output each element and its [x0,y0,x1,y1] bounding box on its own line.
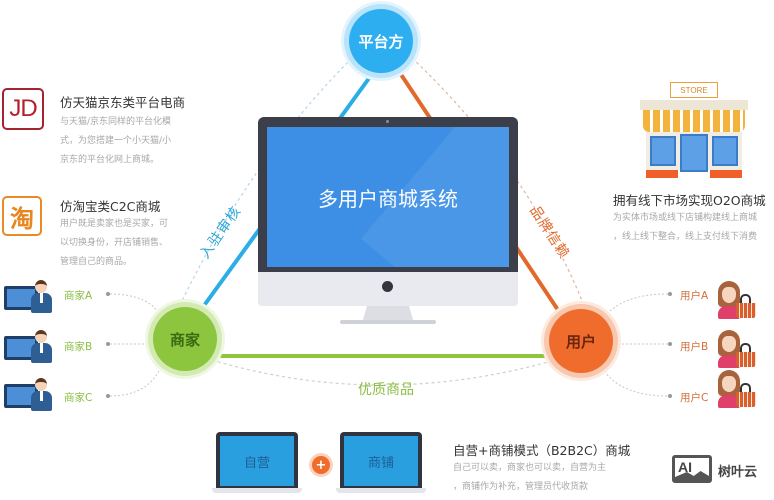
shopper-avatar-icon [716,330,758,370]
feature-tmall-jd: 仿天猫京东类平台电商 与天猫/京东同样的平台化模 式，为您搭建一个小天猫/小 京… [60,92,185,170]
node-user: 用户 [549,309,613,373]
user-label: 用户C [680,392,709,404]
power-button-icon [382,281,393,292]
jd-logo-icon: JD [2,88,44,130]
feature-desc: 自己可以卖，商家也可以卖，自营为主 ，商铺作为补充，管理员代收货款 [453,463,607,492]
user-label: 用户A [680,290,709,302]
feature-title: 仿天猫京东类平台电商 [60,95,186,110]
monitor-screen: 多用户商城系统 [267,127,509,267]
edge-label-quality-goods: 优质商品 [358,382,414,398]
feature-desc: 用户既是卖家也是买家，可 以切换身份，开店铺销售、 管理自己的商品。 [60,219,169,267]
merchant-avatar-icon [4,330,52,364]
node-merchant: 商家 [153,307,217,371]
watermark-text: 树叶云 [718,465,758,480]
feature-title: 仿淘宝类C2C商城 [60,199,161,214]
merchant-label: 商家A [64,290,93,302]
feature-o2o: 拥有线下市场实现O2O商城 为实体市场或线下店铺构建线上商城 ，线上线下整合，线… [613,190,766,247]
plus-icon: + [312,456,330,474]
store-icon: STORE [640,82,748,180]
merchant-avatar-icon [4,378,52,412]
node-platform: 平台方 [349,9,413,73]
feature-desc: 为实体市场或线下店铺构建线上商城 ，线上线下整合，线上支付线下消费 [613,213,758,242]
shopper-avatar-icon [716,370,758,410]
laptop-shop: 商铺 [336,432,426,496]
monitor-illustration: 多用户商城系统 [258,117,518,325]
camera-dot [386,120,389,123]
feature-b2b2c: 自营+商铺模式（B2B2C）商城 自己可以卖，商家也可以卖，自营为主 ，商铺作为… [453,440,630,497]
laptop-self-operated: 自营 [212,432,302,496]
merchant-avatar-icon [4,280,52,314]
feature-title: 自营+商铺模式（B2B2C）商城 [453,443,631,458]
taobao-logo-icon: 淘 [2,196,42,236]
feature-title: 拥有线下市场实现O2O商城 [613,193,766,208]
watermark-logo-icon: AI [672,455,712,483]
merchant-label: 商家C [64,392,93,404]
merchant-label: 商家B [64,341,93,353]
center-title: 多用户商城系统 [318,186,458,211]
feature-taobao-c2c: 仿淘宝类C2C商城 用户既是卖家也是买家，可 以切换身份，开店铺销售、 管理自己… [60,196,168,272]
feature-desc: 与天猫/京东同样的平台化模 式，为您搭建一个小天猫/小 京东的平台化网上商城。 [60,117,172,165]
shopper-avatar-icon [716,281,758,321]
user-label: 用户B [680,341,709,353]
